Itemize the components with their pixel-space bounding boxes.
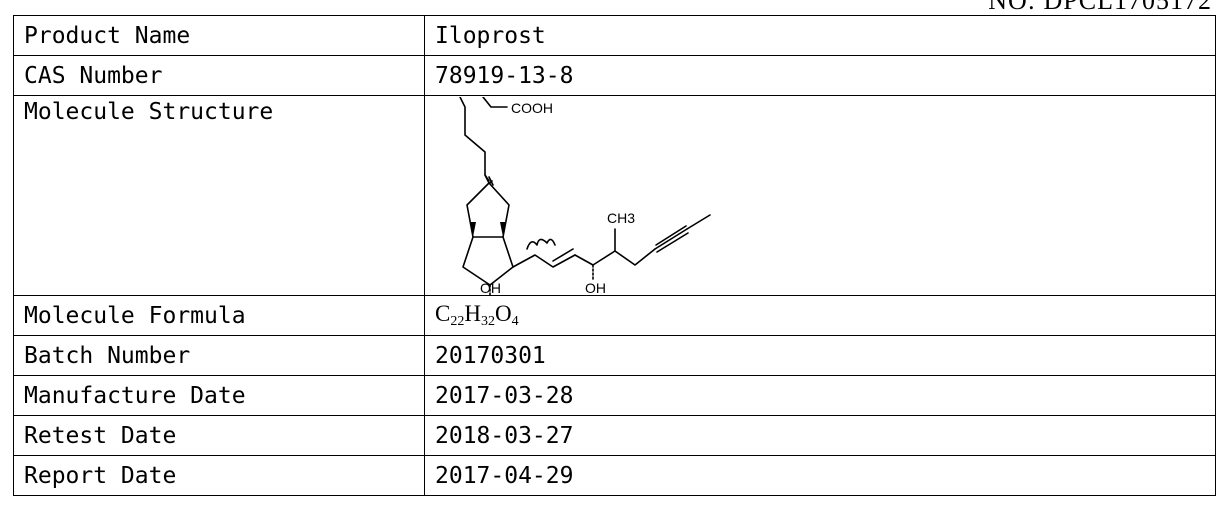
manufacture-date-value: 2017-03-28 <box>424 375 1216 416</box>
table-row-batch-number: Batch Number 20170301 <box>13 335 1216 376</box>
table-row-manufacture-date: Manufacture Date 2017-03-28 <box>13 375 1216 416</box>
cas-number-label: CAS Number <box>13 55 425 96</box>
molecule-formula-value: C22H32O4 <box>424 295 1216 336</box>
table-row-molecule-formula: Molecule Formula C22H32O4 <box>13 295 1216 336</box>
molecule-structure-cell: COOH CH3 OH OH <box>424 95 1216 296</box>
product-name-value: Iloprost <box>424 15 1216 56</box>
table-row-retest-date: Retest Date 2018-03-27 <box>13 415 1216 456</box>
formula-text: C22H32O4 <box>435 301 519 329</box>
oh-label-left: OH <box>480 280 501 295</box>
molecule-formula-label: Molecule Formula <box>13 295 425 336</box>
retest-date-label: Retest Date <box>13 415 425 456</box>
product-name-label: Product Name <box>13 15 425 56</box>
table-row-report-date: Report Date 2017-04-29 <box>13 455 1216 496</box>
document-number: NO: DPCL1705172 <box>988 0 1212 15</box>
report-date-value: 2017-04-29 <box>424 455 1216 496</box>
manufacture-date-label: Manufacture Date <box>13 375 425 416</box>
cooh-label: COOH <box>511 100 553 116</box>
molecule-structure-label: Molecule Structure <box>13 95 425 296</box>
molecule-structure-diagram: COOH CH3 OH OH <box>459 97 711 295</box>
product-spec-table: Product Name Iloprost CAS Number 78919-1… <box>13 15 1216 496</box>
table-row-product-name: Product Name Iloprost <box>13 15 1216 56</box>
table-row-cas-number: CAS Number 78919-13-8 <box>13 55 1216 96</box>
retest-date-value: 2018-03-27 <box>424 415 1216 456</box>
batch-number-value: 20170301 <box>424 335 1216 376</box>
batch-number-label: Batch Number <box>13 335 425 376</box>
oh-label-right: OH <box>585 280 606 295</box>
table-row-molecule-structure: Molecule Structure <box>13 95 1216 296</box>
cas-number-value: 78919-13-8 <box>424 55 1216 96</box>
report-date-label: Report Date <box>13 455 425 496</box>
ch3-label: CH3 <box>607 210 635 226</box>
